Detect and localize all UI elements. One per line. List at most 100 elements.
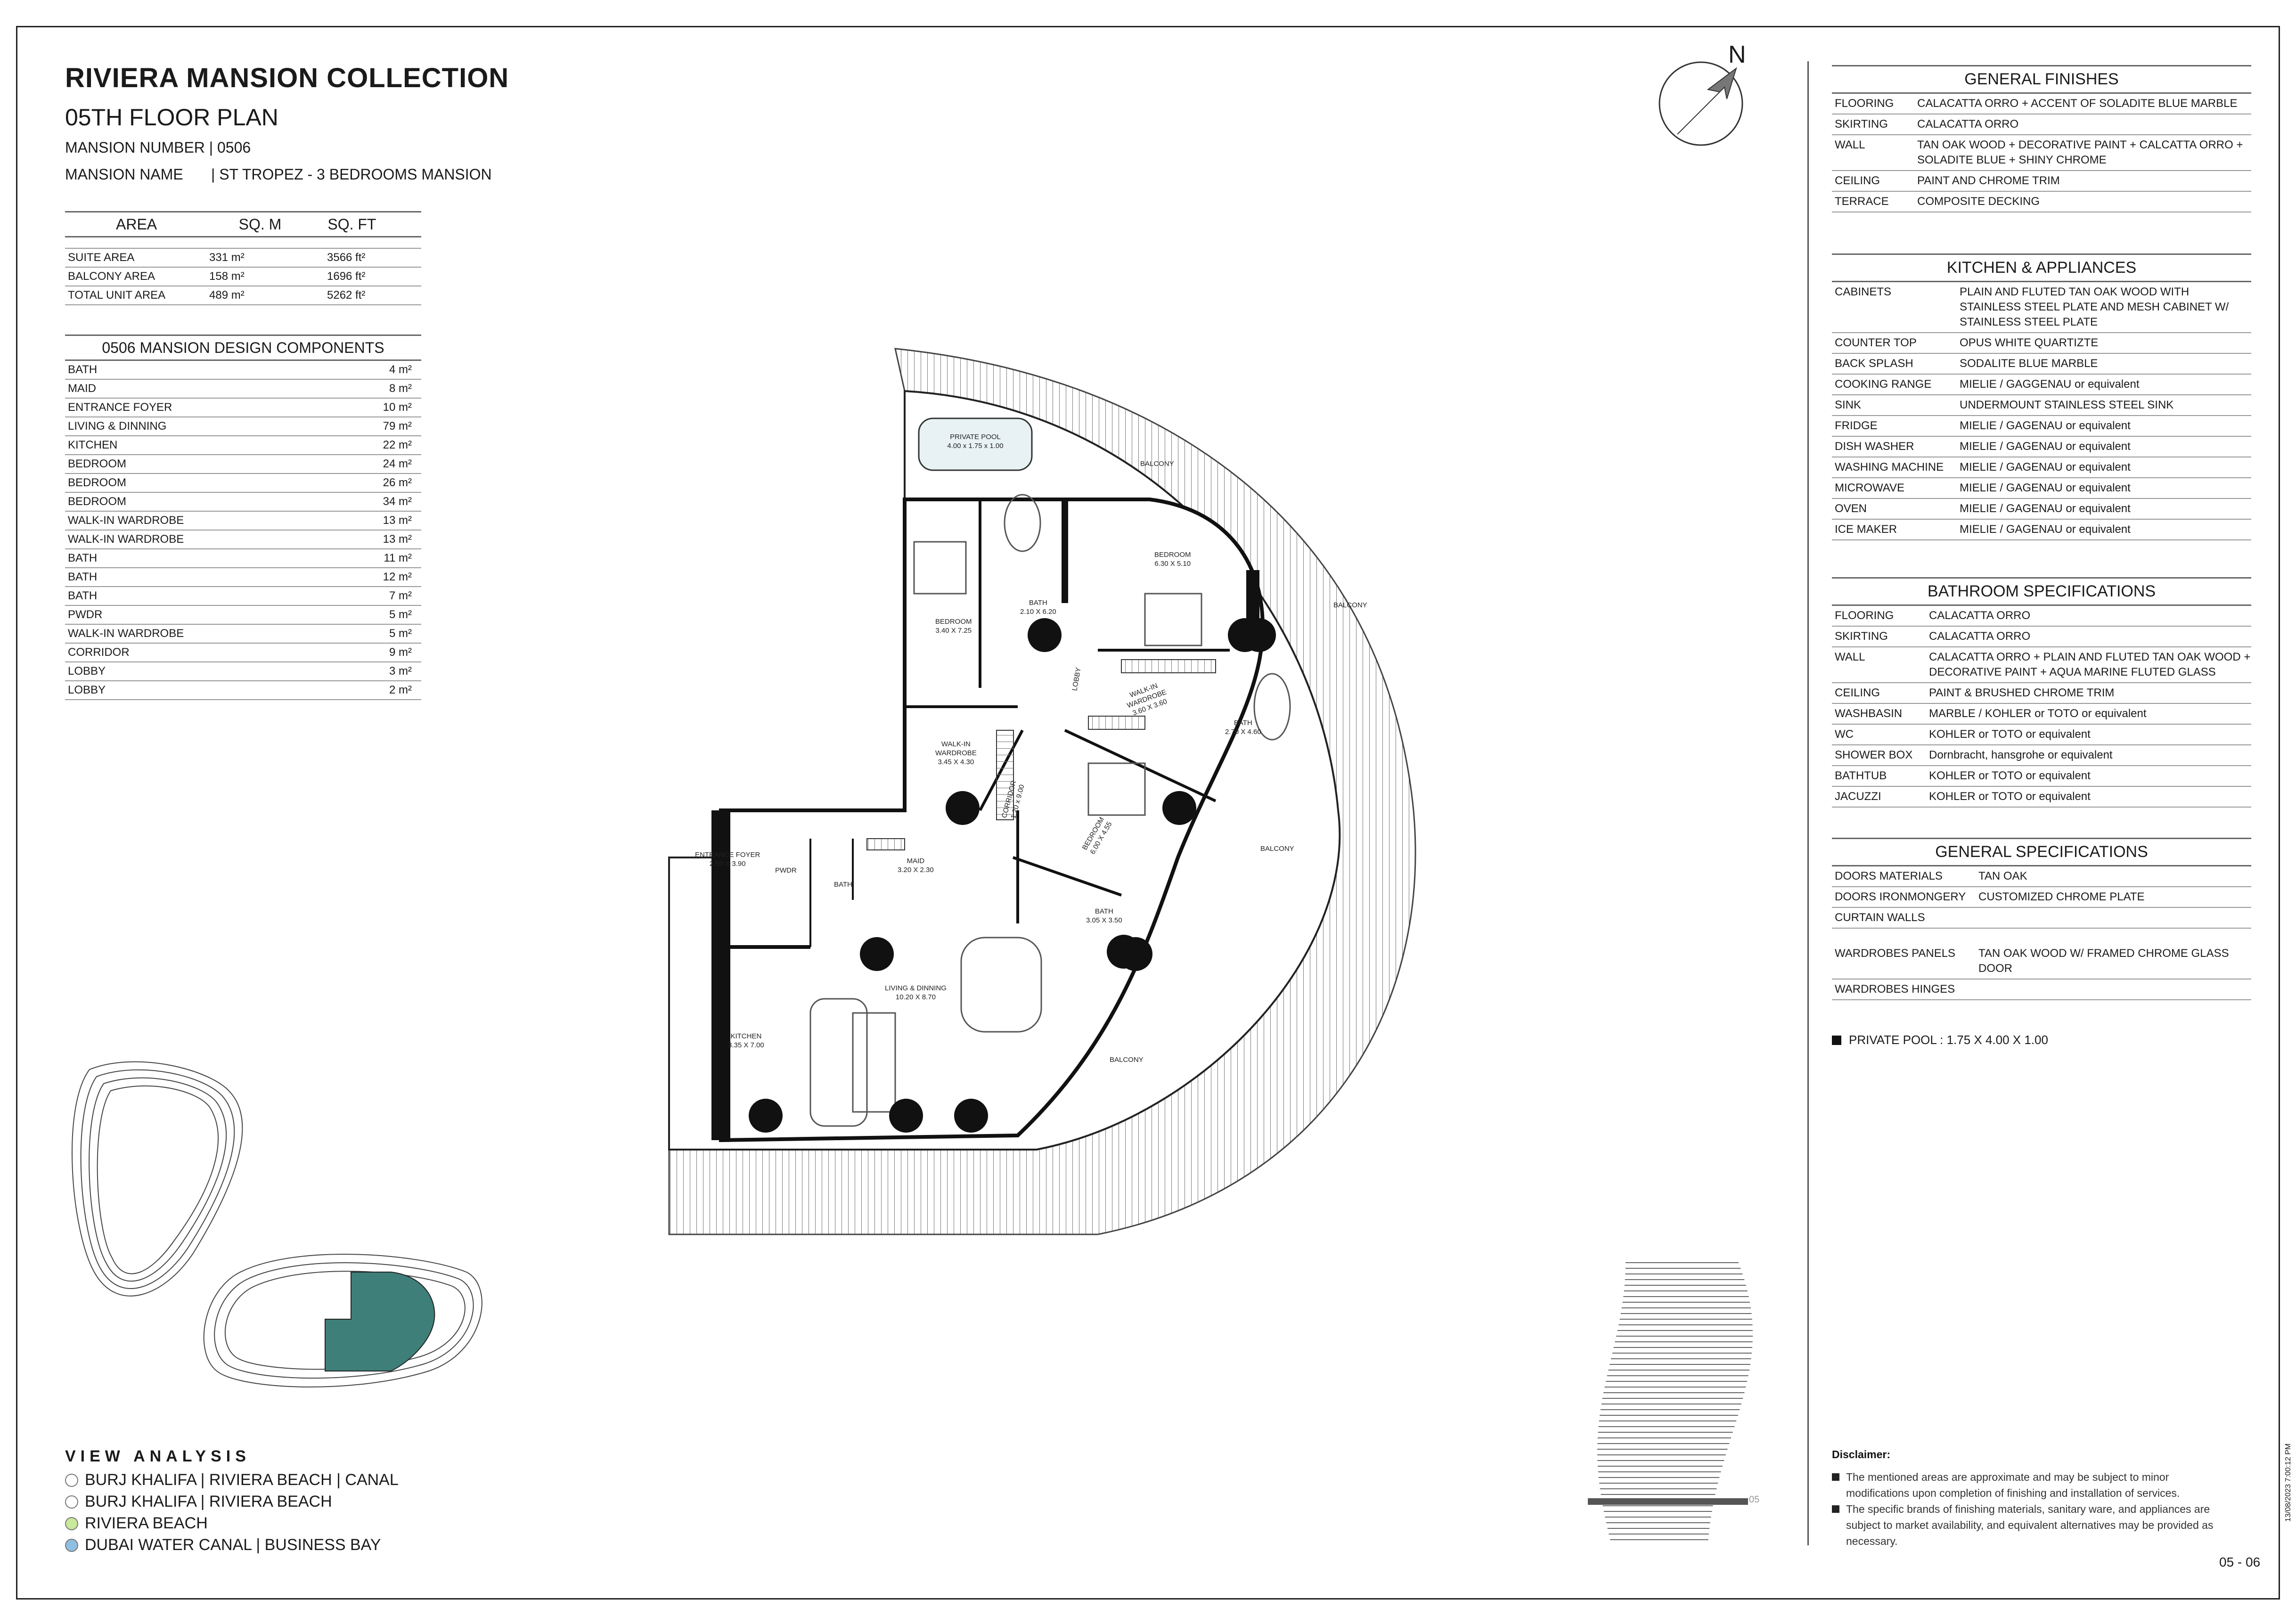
spec-value: MIELIE / GAGENAU or equivalent bbox=[1960, 440, 2131, 453]
spec-key: SKIRTING bbox=[1835, 630, 1888, 643]
view-label: BURJ KHALIFA | RIVIERA BEACH bbox=[85, 1493, 332, 1510]
component-name: BEDROOM bbox=[68, 495, 127, 508]
spec-key: CEILING bbox=[1835, 174, 1880, 187]
component-name: ENTRANCE FOYER bbox=[68, 401, 172, 414]
spec-value: TAN OAK bbox=[1978, 870, 2027, 882]
component-name: BATH bbox=[68, 571, 98, 583]
spec-key: JACUZZI bbox=[1835, 790, 1881, 803]
table-row: BALCONY AREA 158 m² 1696 ft² bbox=[65, 268, 421, 286]
spec-value: CALACATTA ORRO + PLAIN AND FLUTED TAN OA… bbox=[1929, 651, 2251, 678]
general-specs-table: GENERAL SPECIFICATIONS DOORS MATERIALS TA… bbox=[1832, 838, 2251, 1015]
cell-sqft: 5262 ft² bbox=[327, 289, 366, 302]
area-table-header: AREA SQ. M SQ. FT bbox=[65, 211, 421, 237]
label-text: WARDROBE bbox=[935, 749, 977, 757]
component-name: WALK-IN WARDROBE bbox=[68, 533, 184, 546]
table-row: BEDROOM 34 m² bbox=[65, 493, 421, 512]
component-area: 34 m² bbox=[383, 495, 412, 508]
pool-note-text: PRIVATE POOL : 1.75 X 4.00 X 1.00 bbox=[1849, 1033, 2048, 1047]
general-specs-title: GENERAL SPECIFICATIONS bbox=[1832, 838, 2251, 866]
spec-value bbox=[1978, 982, 2251, 997]
spec-key: CEILING bbox=[1835, 686, 1880, 699]
spec-key: WARDROBES PANELS bbox=[1835, 947, 1956, 960]
component-area: 79 m² bbox=[383, 420, 412, 433]
table-row: WALK-IN WARDROBE 5 m² bbox=[65, 625, 421, 644]
mansion-name-value: | ST TROPEZ - 3 BEDROOMS MANSION bbox=[211, 166, 492, 183]
legend-dot-icon bbox=[65, 1538, 78, 1552]
floor-marker: 05 bbox=[1749, 1494, 1760, 1505]
spec-key: CABINETS bbox=[1835, 286, 1892, 298]
component-name: WALK-IN WARDROBE bbox=[68, 514, 184, 527]
component-name: LIVING & DINNING bbox=[68, 420, 167, 433]
component-area: 13 m² bbox=[383, 514, 412, 527]
label-text: WALK-IN bbox=[941, 740, 971, 748]
spec-value bbox=[1978, 910, 2251, 925]
spec-key: DOORS MATERIALS bbox=[1835, 870, 1943, 882]
cell-sqft: 3566 ft² bbox=[327, 251, 366, 264]
spec-row: DOORS MATERIALS TAN OAK bbox=[1832, 866, 2251, 887]
spec-value: MIELIE / GAGENAU or equivalent bbox=[1960, 502, 2131, 515]
label-text: BEDROOM bbox=[935, 618, 972, 626]
label-balcony: BALCONY bbox=[1140, 460, 1174, 468]
component-area: 5 m² bbox=[389, 627, 412, 640]
component-name: WALK-IN WARDROBE bbox=[68, 627, 184, 640]
finishes-title: GENERAL FINISHES bbox=[1832, 65, 2251, 94]
spec-key: COOKING RANGE bbox=[1835, 378, 1932, 391]
label-dim: 4.00 x 1.75 x 1.00 bbox=[947, 442, 1004, 450]
private-pool bbox=[918, 417, 1033, 471]
dining-table bbox=[852, 1012, 896, 1113]
spec-value: MIELIE / GAGGENAU or equivalent bbox=[1960, 378, 2140, 391]
spec-key: DOORS IRONMONGERY bbox=[1835, 890, 1966, 903]
cell-area: SUITE AREA bbox=[68, 251, 135, 264]
component-area: 7 m² bbox=[389, 589, 412, 602]
label-balcony: BALCONY bbox=[1333, 601, 1367, 609]
view-analysis-title: VIEW ANALYSIS bbox=[65, 1447, 251, 1465]
view-label: RIVIERA BEACH bbox=[85, 1514, 208, 1532]
page-subtitle: 05TH FLOOR PLAN bbox=[65, 104, 278, 131]
north-arrow-icon bbox=[1659, 61, 1743, 146]
component-area: 2 m² bbox=[389, 684, 412, 696]
spec-value: KOHLER or TOTO or equivalent bbox=[1929, 769, 2091, 782]
label-dim: 2.10 X 6.20 bbox=[1020, 608, 1056, 616]
bed-a bbox=[913, 541, 967, 595]
label-dim: 2.70 X 4.60 bbox=[1225, 728, 1261, 736]
table-row: SUITE AREA 331 m² 3566 ft² bbox=[65, 249, 421, 268]
component-area: 9 m² bbox=[389, 646, 412, 659]
spec-key: CURTAIN WALLS bbox=[1835, 911, 1925, 924]
component-name: LOBBY bbox=[68, 684, 106, 696]
label-living: LIVING & DINNING 10.20 X 8.70 bbox=[885, 984, 947, 1002]
key-plan bbox=[72, 1061, 482, 1388]
label-maid: MAID 3.20 X 2.30 bbox=[898, 857, 934, 874]
label-kitchen: KITCHEN 3.35 X 7.00 bbox=[728, 1032, 764, 1050]
component-name: BEDROOM bbox=[68, 457, 127, 470]
label-walkin-a: WALK-IN WARDROBE 3.45 X 4.30 bbox=[935, 740, 977, 767]
spec-row: WARDROBES HINGES bbox=[1832, 979, 2251, 1000]
label-bedroom-a: BEDROOM 3.40 X 7.25 bbox=[935, 617, 972, 635]
component-name: BATH bbox=[68, 552, 98, 564]
spec-value: SODALITE BLUE MARBLE bbox=[1960, 357, 2098, 370]
table-row: LIVING & DINNING 79 m² bbox=[65, 417, 421, 436]
spec-value: CUSTOMIZED CHROME PLATE bbox=[1978, 890, 2145, 903]
mansion-number: MANSION NUMBER | 0506 bbox=[65, 139, 251, 156]
spec-key: SHOWER BOX bbox=[1835, 749, 1913, 761]
label-dim: 3.40 X 7.25 bbox=[935, 627, 972, 635]
table-row: LOBBY 2 m² bbox=[65, 681, 421, 700]
pool-note: PRIVATE POOL : 1.75 X 4.00 X 1.00 bbox=[1832, 1033, 2048, 1047]
label-dim: 10.20 X 8.70 bbox=[895, 993, 936, 1001]
spec-key: SINK bbox=[1835, 399, 1862, 411]
label-text: PRIVATE POOL bbox=[950, 433, 1001, 441]
spec-value: PAINT AND CHROME TRIM bbox=[1917, 174, 2060, 187]
